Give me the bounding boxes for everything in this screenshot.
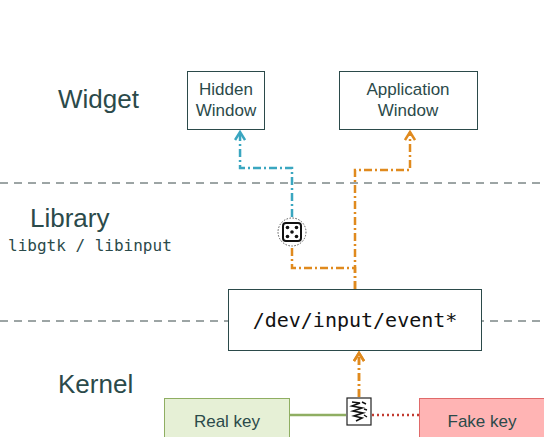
- connector-segment: [292, 247, 355, 289]
- node-text: /dev/input/event*: [253, 308, 458, 332]
- connector-segment: [358, 353, 361, 397]
- connector-segment: [358, 353, 361, 397]
- widget-box: Application Window: [339, 71, 478, 130]
- node-text: Hidden Window: [194, 80, 258, 121]
- connector-segment: [372, 414, 419, 417]
- layer-name: Library: [30, 203, 109, 234]
- widget-box: Hidden Window: [187, 71, 265, 130]
- node-text: Real key: [194, 412, 260, 432]
- connector-segment: [355, 132, 410, 289]
- connector: [240, 132, 355, 289]
- layer-name: Kernel: [58, 369, 133, 400]
- layer-name: Widget: [58, 84, 139, 115]
- connector: [355, 132, 410, 289]
- layer-separator: [0, 183, 544, 184]
- injector-icon: [347, 398, 371, 425]
- connector-segment: [240, 132, 292, 217]
- device-box: /dev/input/event*: [228, 289, 482, 351]
- library-name: libgtk / libinput: [8, 236, 172, 255]
- node-text: Application Window: [346, 80, 471, 121]
- connector-segment: [290, 414, 346, 417]
- dice-icon: [278, 218, 306, 246]
- node-text: Fake key: [448, 412, 517, 432]
- key-box: Real key: [164, 398, 290, 437]
- key-box: Fake key: [419, 398, 544, 437]
